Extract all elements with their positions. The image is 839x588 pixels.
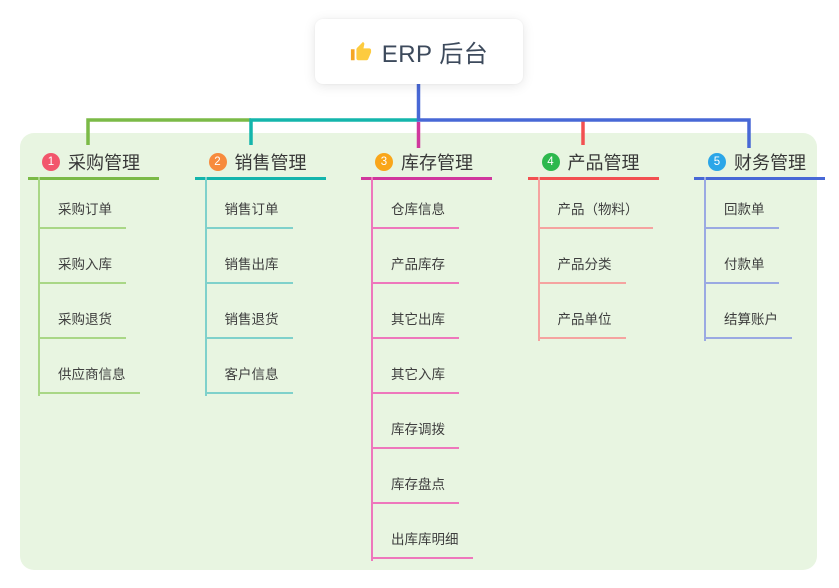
branch-children: 销售订单销售出库销售退货客户信息	[204, 174, 293, 394]
child-node-采购订单[interactable]: 采购订单	[38, 174, 126, 229]
branch-header-销售管理[interactable]: 2 销售管理	[194, 146, 326, 180]
branch-children: 采购订单采购入库采购退货供应商信息	[38, 174, 140, 394]
child-node-销售订单[interactable]: 销售订单	[204, 174, 293, 229]
branch-children: 产品（物料）产品分类产品单位	[537, 174, 653, 339]
child-node-库存盘点[interactable]: 库存盘点	[371, 449, 459, 504]
thumbs-up-icon	[350, 41, 372, 63]
branch-trunk-line	[371, 177, 373, 561]
branch-label: 库存管理	[401, 152, 473, 173]
child-node-产品库存[interactable]: 产品库存	[371, 229, 459, 284]
branch-label: 产品管理	[567, 152, 640, 173]
child-node-采购入库[interactable]: 采购入库	[38, 229, 126, 284]
child-node-其它出库[interactable]: 其它出库	[371, 284, 459, 339]
child-node-客户信息[interactable]: 客户信息	[204, 339, 293, 394]
child-node-采购退货[interactable]: 采购退货	[38, 284, 126, 339]
root-node[interactable]: ERP 后台	[315, 19, 523, 84]
child-node-产品（物料）[interactable]: 产品（物料）	[537, 174, 653, 229]
branch-label: 财务管理	[734, 152, 806, 173]
diagram-panel	[20, 133, 817, 570]
branch-children: 仓库信息产品库存其它出库其它入库库存调拨库存盘点出库库明细	[371, 174, 473, 559]
child-node-结算账户[interactable]: 结算账户	[704, 284, 792, 339]
branch-number-badge: 2	[208, 152, 227, 171]
branch-trunk-line	[204, 177, 207, 396]
branch-trunk-line	[38, 177, 40, 396]
branch-header-采购管理[interactable]: 1 采购管理	[28, 146, 159, 180]
child-node-付款单[interactable]: 付款单	[704, 229, 779, 284]
branch-trunk-line	[704, 177, 706, 341]
branch-number-badge: 3	[375, 152, 393, 171]
branch-number-badge: 1	[42, 152, 60, 171]
root-node-label: ERP 后台	[381, 41, 489, 68]
child-node-供应商信息[interactable]: 供应商信息	[38, 339, 140, 394]
branch-label: 采购管理	[68, 152, 140, 173]
branch-number-badge: 5	[708, 152, 726, 171]
child-node-产品分类[interactable]: 产品分类	[537, 229, 626, 284]
child-node-产品单位[interactable]: 产品单位	[537, 284, 626, 339]
child-node-回款单[interactable]: 回款单	[704, 174, 779, 229]
branch-trunk-line	[537, 177, 540, 341]
child-node-库存调拨[interactable]: 库存调拨	[371, 394, 459, 449]
branch-label: 销售管理	[234, 152, 307, 173]
child-node-其它入库[interactable]: 其它入库	[371, 339, 459, 394]
branch-number-badge: 4	[541, 152, 560, 171]
branch-header-库存管理[interactable]: 3 库存管理	[361, 146, 492, 180]
branch-header-产品管理[interactable]: 4 产品管理	[527, 146, 659, 180]
child-node-出库库明细[interactable]: 出库库明细	[371, 504, 473, 559]
child-node-仓库信息[interactable]: 仓库信息	[371, 174, 459, 229]
child-node-销售退货[interactable]: 销售退货	[204, 284, 293, 339]
branch-header-财务管理[interactable]: 5 财务管理	[694, 146, 825, 180]
child-node-销售出库[interactable]: 销售出库	[204, 229, 293, 284]
branch-children: 回款单付款单结算账户	[704, 174, 792, 339]
